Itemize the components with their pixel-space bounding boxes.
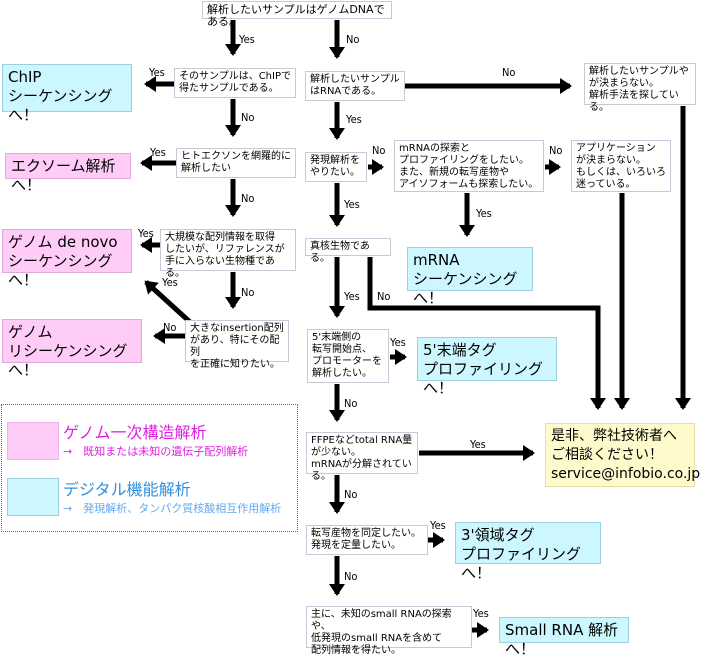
arrowhead-icon (329, 215, 345, 227)
edge-label-yes: Yes (344, 290, 360, 303)
arrowhead-icon (144, 76, 156, 92)
question-mrna-explore: mRNAの探索と プロファイリングをしたい。 また、新規の転写産物や アイソフォ… (394, 140, 544, 192)
arrowhead-icon (225, 125, 241, 137)
result-smallrna[interactable]: Small RNA 解析へ！ (499, 617, 629, 658)
edge-label-yes: Yes (162, 276, 178, 289)
edge-label-no: No (372, 144, 386, 157)
legend: ゲノム一次構造解析 → 既知または未知の遺伝子配列解析 デジタル機能解析 → 発… (1, 404, 298, 532)
question-application: アプリケーション が決まらない。 もしくは、いろいろ 迷っている。 (571, 140, 671, 192)
arrowhead-icon (549, 159, 561, 175)
edge-label-yes: Yes (476, 207, 492, 220)
legend-genome-title: ゲノム一次構造解析 (63, 423, 207, 442)
edge-label-no: No (502, 66, 516, 79)
edge-label-yes: Yes (390, 336, 406, 349)
arrowhead-icon (329, 306, 345, 318)
arrowhead-icon (225, 44, 241, 56)
legend-genome-subtitle: → 既知または未知の遺伝子配列解析 (63, 445, 249, 458)
legend-digital-title: デジタル機能解析 (63, 480, 191, 499)
question-undecided-sample: 解析したいサンプルや が決まらない。 解析手法を探している。 (584, 63, 696, 113)
edge-label-yes: Yes (344, 198, 360, 211)
arrowhead-icon (614, 398, 630, 410)
edge-label-yes: Yes (149, 66, 165, 79)
arrowhead-icon (225, 297, 241, 309)
result-exome[interactable]: エクソーム解析へ！ (5, 153, 131, 194)
edge-label-no: No (344, 570, 358, 583)
arrowhead-icon (225, 205, 241, 217)
edge-label-yes: Yes (150, 146, 166, 159)
arrowhead-icon (477, 622, 489, 638)
result-denovo-seq[interactable]: ゲノム de novo シーケンシングへ！ (2, 229, 132, 289)
arrowhead-icon (675, 398, 691, 410)
question-genome-dna: 解析したいサンプルはゲノムDNAである。 (202, 1, 392, 28)
arrowhead-icon (329, 584, 345, 596)
arrowhead-icon (140, 155, 152, 171)
arrowhead-icon (395, 349, 407, 365)
arrowhead-icon (433, 532, 445, 548)
arrowhead-icon (329, 502, 345, 514)
arrow-eukaryote-no (367, 257, 601, 408)
question-chip: そのサンプルは、ChIPで 得たサンプルである。 (174, 68, 296, 98)
edge-label-no: No (549, 144, 563, 157)
edge-label-yes: Yes (470, 438, 486, 451)
edge-label-no: No (346, 33, 360, 46)
result-resequencing[interactable]: ゲノム リシーケンシングへ！ (2, 319, 142, 379)
question-human-exon: ヒトエクソンを網羅的に 解析したい (176, 148, 296, 178)
result-chip-seq[interactable]: ChIP シーケンシングへ！ (2, 64, 132, 124)
legend-swatch-genome (7, 422, 59, 460)
arrowhead-icon (329, 47, 345, 59)
arrowhead-icon (560, 78, 572, 94)
question-expression: 発現解析を やりたい。 (305, 152, 367, 182)
edge-label-no: No (344, 488, 358, 501)
edge-label-no: No (241, 286, 255, 299)
arrowhead-icon (459, 225, 475, 237)
question-insertion: 大きなinsertion配列 があり、特にその配列 を正確に知りたい。 (185, 320, 289, 370)
edge-label-no: No (163, 321, 177, 334)
question-ffpe: FFPEなどtotal RNA量 が少ない。 mRNAが分解されている。 (306, 432, 418, 482)
result-consult[interactable]: 是非、弊社技術者へ ご相談ください！ service@infobio.co.jp (545, 423, 700, 487)
arrowhead-icon (153, 328, 165, 344)
edge-label-no: No (377, 290, 391, 303)
arrowhead-icon (140, 237, 152, 253)
arrowhead-icon (372, 159, 384, 175)
edge-label-no: No (241, 192, 255, 205)
result-5prime-tag[interactable]: 5'末端タグ プロファイリングへ！ (417, 337, 557, 397)
question-smallrna: 主に、未知のsmall RNAの探索や、 低発現のsmall RNAを含めて 配… (306, 606, 472, 656)
edge-label-no: No (241, 111, 255, 124)
result-mrna-seq[interactable]: mRNA シーケンシングへ！ (407, 247, 533, 307)
question-rna: 解析したいサンプル はRNAである。 (305, 71, 405, 101)
edge-label-yes: Yes (346, 113, 362, 126)
question-denovo: 大規模な配列情報を取得 したいが、リファレンスが 手に入らない生物種である。 (160, 229, 296, 279)
edge-label-yes: Yes (430, 519, 446, 532)
arrowhead-icon (329, 410, 345, 422)
arrowhead-icon (590, 398, 606, 410)
question-transcript: 転写産物を同定したい。 発現を定量したい。 (306, 525, 428, 555)
edge-label-yes: Yes (473, 607, 489, 620)
arrowhead-icon (523, 445, 535, 461)
edge-label-yes: Yes (138, 227, 154, 240)
question-5prime: 5'末端側の 転写開始点、 プロモーターを 解析したい。 (307, 329, 389, 383)
result-3prime-tag[interactable]: 3'領域タグ プロファイリングへ！ (455, 522, 601, 582)
arrowhead-icon (329, 128, 345, 140)
edge-label-yes: Yes (239, 33, 255, 46)
question-eukaryote: 真核生物である。 (305, 238, 391, 264)
legend-digital-subtitle: → 発現解析、タンパク質核酸相互作用解析 (63, 502, 282, 515)
legend-swatch-digital (7, 478, 59, 516)
edge-label-no: No (344, 397, 358, 410)
arrowhead-icon (144, 280, 159, 295)
